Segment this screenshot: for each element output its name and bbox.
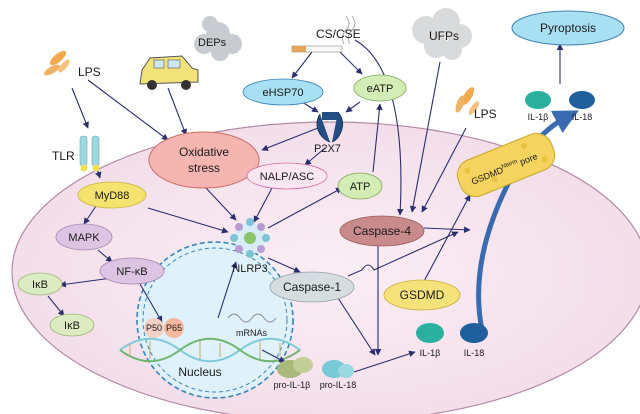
nalp-asc-node — [246, 162, 328, 190]
ikb-node-2 — [49, 313, 95, 337]
gsdmd-pore — [456, 132, 556, 198]
p50-label: P50 — [146, 323, 162, 333]
caspase1-label: Caspase-1 — [283, 280, 341, 294]
p65-bead — [164, 318, 184, 338]
pro-il1b-bead-2 — [293, 357, 313, 373]
pyroptosis-label: Pyroptosis — [540, 21, 596, 35]
gsdmd-node — [383, 279, 461, 311]
pyroptosis-node — [511, 10, 625, 46]
p65-label: P65 — [166, 323, 182, 333]
eatp-node — [353, 74, 407, 102]
caspase1-node — [269, 271, 355, 303]
caspase4-node — [339, 215, 425, 247]
nfkb-label: NF-κB — [116, 266, 147, 278]
ehsp70-label: eHSP70 — [263, 87, 304, 99]
il18-out-label: IL-18 — [572, 112, 593, 122]
oxidative-stress-node — [148, 131, 260, 189]
il1b-out-label: IL-1β — [528, 112, 549, 122]
pro-il18-label: pro-IL-18 — [320, 380, 357, 390]
inflammasome-icon — [230, 218, 270, 258]
pro-il1b-label: pro-IL-1β — [274, 380, 311, 390]
il1b-in-label: IL-1β — [420, 348, 441, 358]
atp-label: ATP — [350, 181, 371, 193]
ufps-label: UFPs — [429, 29, 459, 43]
channel-icon — [316, 111, 344, 143]
il18-in-label: IL-18 — [464, 348, 485, 358]
pro-il18-bead-2 — [338, 364, 354, 378]
oxidative-label-2: stress — [188, 161, 220, 175]
nlrp3-label: NLRP3 — [232, 263, 267, 275]
caspase4-label: Caspase-4 — [353, 224, 411, 238]
mrnas-label: mRNAs — [236, 328, 267, 338]
dna-icon — [119, 337, 301, 363]
oxidative-label-1: Oxidative — [179, 145, 229, 159]
eatp-label: eATP — [367, 83, 394, 95]
car-icon — [139, 55, 199, 90]
cigarette-icon — [291, 15, 356, 53]
bacteria-icon — [455, 87, 480, 115]
mapk-node — [55, 223, 113, 251]
particles-cloud-icon — [412, 8, 472, 60]
atp-node — [337, 172, 383, 200]
gsdmd-label: GSDMD — [400, 288, 445, 302]
mrna-strand — [227, 313, 277, 323]
ehsp70-node — [242, 78, 324, 106]
il1b-out-bead — [525, 91, 551, 109]
lps-right-label: LPS — [474, 107, 497, 121]
il18-in-bead — [460, 323, 488, 343]
il1b-in-bead — [416, 323, 444, 343]
mapk-label: MAPK — [68, 232, 100, 244]
myd88-node — [77, 181, 147, 209]
ikb-node-1 — [17, 272, 63, 296]
deps-label: DEPs — [198, 37, 227, 49]
nucleus-label: Nucleus — [178, 365, 221, 379]
il18-out-bead — [569, 91, 595, 109]
ikb-label-2: IκB — [64, 320, 80, 332]
smoke-cloud-icon — [194, 16, 242, 61]
nfkb-node — [99, 257, 165, 285]
lps-top-label: LPS — [78, 65, 101, 79]
ikb-label-1: IκB — [32, 279, 48, 291]
p50-bead — [144, 318, 164, 338]
nalp-asc-label: NALP/ASC — [260, 171, 314, 183]
bacteria-icon — [44, 50, 70, 76]
p2x7-label: P2X7 — [314, 143, 341, 155]
tlr-label: TLR — [52, 149, 75, 163]
cs-cse-label: CS/CSE — [316, 27, 361, 41]
myd88-label: MyD88 — [95, 190, 130, 202]
receptor-icon — [79, 135, 100, 172]
